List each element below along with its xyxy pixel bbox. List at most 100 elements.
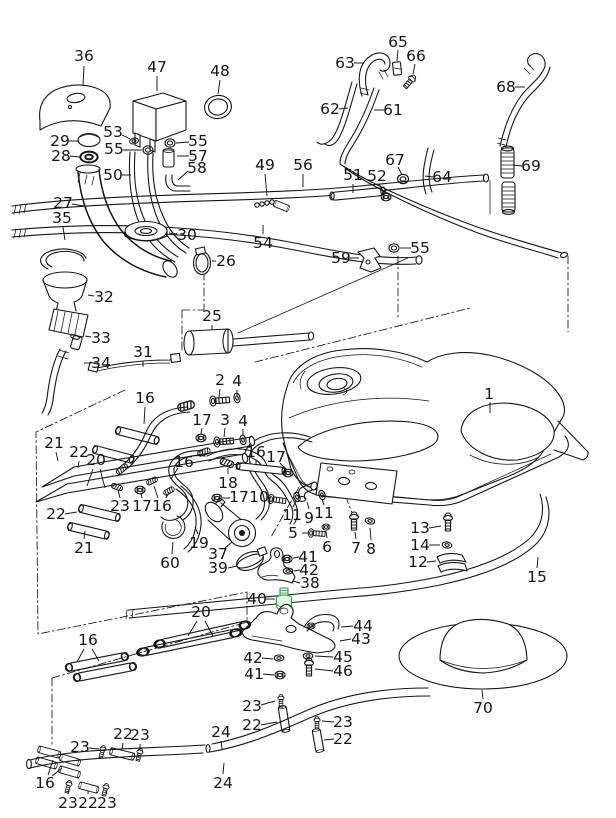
fuel-hoses-24	[26, 687, 431, 770]
callout-leader-line	[87, 294, 95, 297]
callout-number: 24	[213, 774, 233, 792]
callout-number: 26	[216, 252, 236, 270]
callout-leader-line	[67, 788, 70, 795]
callout-number: 16	[174, 453, 194, 471]
cap-ring-30	[124, 220, 168, 242]
callout-leader-line	[88, 747, 100, 750]
callout-leader-line	[223, 427, 226, 438]
fuel-pump-37	[204, 497, 257, 548]
callout-part-17: 17	[192, 411, 212, 435]
callout-number: 44	[353, 617, 373, 635]
callout-number: 17	[192, 411, 212, 429]
elbow-9	[297, 481, 318, 502]
callout-part-41: 41	[244, 665, 275, 683]
callout-part-54: 54	[253, 225, 273, 252]
callout-part-34: 34	[84, 354, 111, 372]
drain-hose-34	[41, 348, 70, 416]
gasket-28	[79, 150, 99, 164]
callout-number: 23	[70, 738, 90, 756]
callout-number: 40	[247, 590, 267, 608]
callout-number: 21	[74, 539, 94, 557]
callout-part-23: 23	[242, 697, 276, 715]
callout-part-27: 27	[53, 194, 85, 212]
callout-part-28: 28	[51, 147, 81, 165]
hook-hose-68	[496, 53, 551, 148]
callout-leader-line	[338, 107, 349, 110]
clip-12	[436, 552, 468, 573]
callout-part-40: 40	[247, 590, 275, 608]
cap-29	[77, 132, 101, 148]
callout-part-3: 3	[220, 411, 230, 438]
callout-part-4: 4	[232, 372, 242, 395]
callout-leader-line	[71, 203, 85, 207]
callout-part-22: 22	[46, 505, 78, 523]
callout-part-41: 41	[292, 548, 318, 566]
bolt-23b	[277, 694, 285, 708]
callout-number: 65	[388, 33, 408, 51]
callout-leader-line	[91, 648, 100, 662]
callout-leader-line	[292, 556, 300, 559]
callout-leader-line	[260, 700, 276, 706]
callout-leader-line	[62, 226, 66, 241]
callout-leader-line	[354, 531, 357, 540]
callout-number: 3	[220, 411, 230, 429]
callout-part-48: 48	[210, 62, 230, 95]
callout-part-55: 55	[175, 132, 208, 150]
callout-number: 22	[333, 730, 353, 748]
callout-leader-line	[321, 498, 325, 506]
callout-part-12: 12	[408, 553, 437, 571]
callout-part-50: 50	[103, 166, 131, 184]
callout-leader-line	[153, 485, 159, 499]
callout-part-26: 26	[212, 252, 236, 270]
callout-part-35: 35	[52, 209, 72, 241]
callout-number: 66	[406, 47, 426, 65]
callout-part-36: 36	[74, 47, 94, 87]
callout-leader-line	[86, 468, 94, 487]
callout-part-20: 20	[86, 451, 106, 489]
callout-part-19: 19	[189, 526, 209, 552]
callout-number: 67	[385, 151, 405, 169]
callout-leader-line	[314, 655, 334, 658]
hook-hose-63	[358, 52, 391, 97]
callout-number: 25	[202, 307, 222, 325]
bolt-2	[208, 394, 231, 407]
callout-number: 10	[249, 488, 269, 506]
callout-part-5: 5	[288, 524, 309, 542]
callout-part-10: 10	[249, 488, 272, 506]
callout-number: 56	[293, 156, 313, 174]
callout-leader-line	[321, 720, 335, 723]
callout-number: 16	[246, 443, 266, 461]
callout-leader-line	[200, 427, 203, 435]
callout-leader-line	[117, 489, 121, 499]
trim-strip-15	[125, 493, 550, 620]
hose-61	[339, 87, 569, 259]
bolt-66	[401, 72, 419, 91]
callout-leader-line	[428, 525, 442, 529]
callout-leader-line	[69, 155, 81, 158]
callout-leader-line	[397, 166, 403, 176]
callout-number: 49	[255, 156, 275, 174]
callout-number: 42	[299, 561, 319, 579]
callout-number: 21	[44, 434, 64, 452]
callout-leader-line	[171, 541, 174, 555]
callout-number: 53	[103, 123, 123, 141]
seal-ring-48	[204, 94, 232, 120]
sleeve-57	[162, 148, 175, 168]
c-ring-60	[161, 515, 186, 539]
cover-36	[39, 84, 111, 131]
callout-part-23: 23	[321, 713, 353, 731]
callout-part-21: 21	[74, 530, 94, 557]
tube-51	[329, 186, 386, 201]
callout-part-24: 24	[213, 762, 233, 792]
clamp-26	[192, 246, 212, 276]
callout-leader-line	[175, 141, 190, 144]
callout-leader-line	[55, 451, 59, 462]
callout-part-46: 46	[314, 662, 353, 680]
callout-number: 38	[300, 574, 320, 592]
callout-leader-line	[424, 175, 434, 178]
callout-part-22: 22	[242, 716, 278, 734]
nut-44	[306, 622, 316, 630]
callout-part-20: 20	[187, 603, 214, 637]
callout-part-69: 69	[512, 157, 541, 175]
callout-number: 4	[238, 412, 248, 430]
